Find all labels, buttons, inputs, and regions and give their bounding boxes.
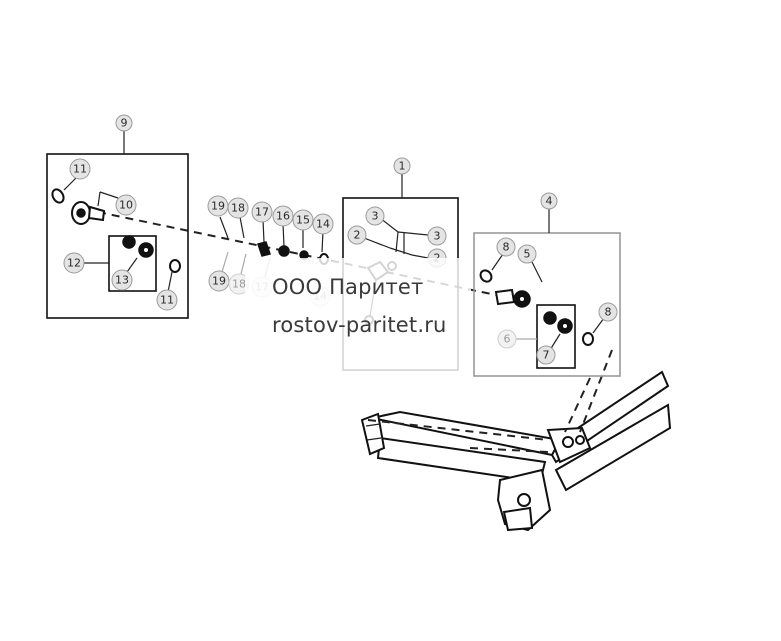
- callout-6: 6: [497, 329, 517, 349]
- callout-8-bottom: 8: [598, 302, 618, 322]
- callout-10: 10: [115, 194, 137, 216]
- callout-8-top-label: 8: [503, 241, 510, 254]
- callout-18-top-label: 18: [231, 202, 245, 215]
- callout-15-label: 15: [296, 214, 310, 227]
- callout-11-bottom-label: 11: [160, 294, 174, 307]
- callout-10-label: 10: [119, 199, 133, 212]
- callout-14-top: 14: [312, 213, 334, 235]
- callout-18-bottom: 18: [228, 273, 250, 295]
- callout-8-top: 8: [496, 237, 516, 257]
- callout-18-top: 18: [227, 197, 249, 219]
- callout-3-left: 3: [365, 206, 385, 226]
- callout-17-top: 17: [251, 201, 273, 223]
- callout-15: 15: [292, 209, 314, 231]
- watermark-company: ООО Паритет: [272, 275, 424, 299]
- watermark: ООО Паритет rostov-paritet.ru: [245, 268, 515, 344]
- callout-19-bottom-label: 19: [212, 275, 226, 288]
- callout-1: 1: [393, 157, 411, 175]
- watermark-backdrop: [245, 258, 471, 386]
- group-box-4: [473, 206, 621, 377]
- callout-17-top-label: 17: [255, 206, 269, 219]
- callout-11-top: 11: [69, 158, 91, 180]
- callout-8-bottom-label: 8: [605, 306, 612, 319]
- watermark-site: rostov-paritet.ru: [272, 313, 447, 337]
- callout-1-label: 1: [399, 160, 406, 173]
- callout-13: 13: [111, 269, 133, 291]
- callout-3-right: 3: [427, 226, 447, 246]
- callout-18-bottom-label: 18: [232, 278, 246, 291]
- callout-11-top-label: 11: [73, 163, 87, 176]
- callout-5: 5: [517, 244, 537, 264]
- assembly-axis-line: [97, 211, 521, 301]
- callout-2-left: 2: [347, 225, 367, 245]
- callout-6-label: 6: [504, 333, 511, 346]
- callout-16: 16: [272, 205, 294, 227]
- frame-drawing: [360, 349, 672, 532]
- callout-14-top-label: 14: [316, 218, 330, 231]
- callout-12: 12: [63, 252, 85, 274]
- callout-2-left-label: 2: [354, 229, 361, 242]
- callout-19-top-label: 19: [211, 200, 225, 213]
- group-box-9: [46, 128, 189, 319]
- callout-9: 9: [115, 114, 133, 132]
- callout-12-label: 12: [67, 257, 81, 270]
- callout-9-label: 9: [121, 117, 128, 130]
- callout-4: 4: [540, 192, 558, 210]
- callout-3-right-label: 3: [434, 230, 441, 243]
- callout-19-bottom: 19: [208, 270, 230, 292]
- callout-19-top: 19: [207, 195, 229, 217]
- callout-3-left-label: 3: [372, 210, 379, 223]
- callout-7-label: 7: [543, 349, 550, 362]
- callout-5-label: 5: [524, 248, 531, 261]
- callout-11-bottom: 11: [156, 289, 178, 311]
- callout-13-label: 13: [115, 274, 129, 287]
- callout-7: 7: [536, 345, 556, 365]
- callout-16-label: 16: [276, 210, 290, 223]
- callout-4-label: 4: [546, 195, 553, 208]
